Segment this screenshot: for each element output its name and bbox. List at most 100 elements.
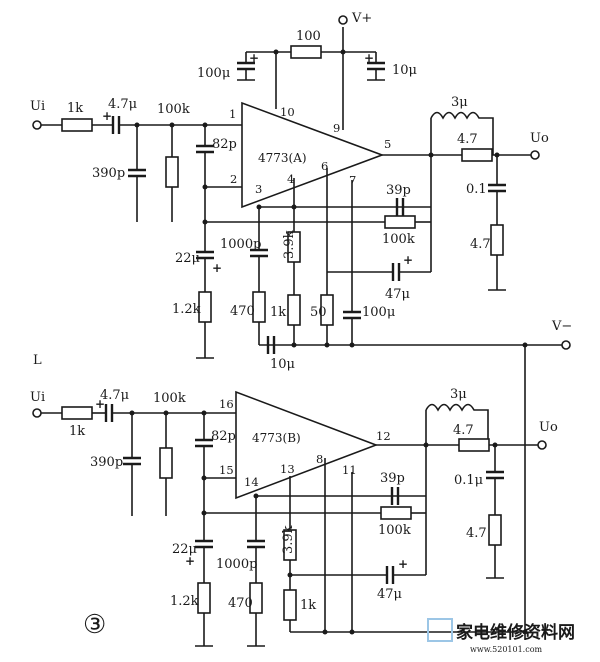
marker-l: L [33,353,42,368]
vminus-label: V− [551,319,572,334]
resistor-r-in-a [61,118,93,132]
svg-text:16: 16 [219,397,234,411]
r-50-a-label: 50 [310,305,327,320]
vplus-label: V+ [351,11,372,26]
c-100u-low-a-label: 100μ [362,305,395,320]
r-1-2k-b-label: 1.2k [170,594,199,609]
resistor-1-2k-b [197,582,211,614]
resistor-4-7-shunt-b [488,514,502,546]
c-82p-a-label: 82p [212,137,237,152]
svg-text:12: 12 [376,429,391,443]
figure-marker: ③ [83,610,106,640]
svg-text:10: 10 [280,105,295,119]
svg-text:14: 14 [244,475,259,489]
l-3u-b-label: 3μ [450,387,467,402]
stage-a: Ui 1k + 4.7μ 390p 100k 82p [30,11,572,640]
r-4-7-shunt-a-label: 4.7 [470,237,491,252]
resistor-100k-fb-a [384,215,416,229]
r-100k-fb-a-label: 100k [382,232,415,247]
c-10u-low-a-label: 10μ [270,357,295,372]
c-22u-a-label: 22μ [175,251,200,266]
watermark-text: 家电维修资料网 [456,622,575,643]
svg-text:+: + [212,261,222,275]
input-terminal-a [32,120,42,130]
input-terminal-b [32,408,42,418]
output-terminal-b [537,440,547,450]
resistor-4-7-series-a [461,148,493,162]
output-label-b: Uo [539,420,558,435]
c-47u-a-label: 47μ [385,287,410,302]
r-470-a-label: 470 [230,304,255,319]
r-in-b-label: 1k [69,424,85,439]
c-1000p-b-label: 1000p [216,557,257,572]
r-bias-b-label: 100k [153,391,186,406]
vplus-terminal [338,15,348,25]
resistor-4-7-shunt-a [490,224,504,256]
watermark: 家电维修资料网 www.520101.com [427,618,575,654]
svg-text:15: 15 [219,463,234,477]
r-100k-fb-b-label: 100k [378,523,411,538]
input-label-a: Ui [30,99,45,114]
resistor-r-in-b [61,406,93,420]
resistor-1k-low-b [283,589,297,621]
svg-text:6: 6 [321,159,328,173]
c-shunt-a-label: 390p [92,166,125,181]
resistor-4-7-series-b [458,438,490,452]
r-in-a-label: 1k [67,101,83,116]
r-1-2k-a-label: 1.2k [172,302,201,317]
svg-text:+: + [249,51,259,65]
watermark-url: www.520101.com [470,645,543,654]
output-label-a: Uo [530,131,549,146]
svg-text:13: 13 [280,462,295,476]
c-in-b-label: 4.7μ [100,388,129,403]
r-1k-low-b-label: 1k [300,598,316,613]
c-shunt-b-label: 390p [90,455,123,470]
r-4-7-series-b-label: 4.7 [453,423,474,438]
resistor-1k-low-a [287,294,301,326]
svg-text:4: 4 [287,172,294,186]
c-1000p-a-label: 1000p [220,237,261,252]
r-100-a-label: 100 [296,29,321,44]
r-3-9k-b-label: 3.9k [281,525,296,554]
r-3-9k-a-label: 3.9k [282,230,297,259]
r-1k-low-a-label: 1k [270,305,286,320]
ic-label-b: 4773(B) [252,431,301,445]
svg-text:5: 5 [384,137,391,151]
c-39p-a-label: 39p [386,183,411,198]
c-in-a-label: 4.7μ [108,97,137,112]
svg-text:11: 11 [342,463,357,477]
svg-text:+: + [185,554,195,568]
l-3u-a-label: 3μ [451,95,468,110]
vminus-terminal [561,340,571,350]
resistor-100-a [290,45,322,59]
resistor-1-2k-a [198,291,212,323]
r-4-7-shunt-b-label: 4.7 [466,526,487,541]
ic-4773-b [235,390,379,500]
c-39p-b-label: 39p [380,471,405,486]
r-4-7-series-a-label: 4.7 [457,132,478,147]
svg-text:+: + [398,557,408,571]
svg-text:2: 2 [230,172,237,186]
output-terminal-a [530,150,540,160]
input-label-b: Ui [30,390,45,405]
svg-text:+: + [403,253,413,267]
svg-text:9: 9 [333,121,340,135]
svg-text:+: + [364,51,374,65]
ic-4773-a [241,101,385,209]
svg-text:8: 8 [316,452,323,466]
stage-b: Ui 1k + 4.7μ 390p 100k 82p 4773(B) 16 [30,387,558,647]
c-0-1-b-label: 0.1μ [454,473,483,488]
resistor-bias-a [165,156,179,188]
c-22u-b-label: 22μ [172,542,197,557]
c-100u-a-label: 100μ [197,66,230,81]
r-bias-a-label: 100k [157,102,190,117]
c-82p-b-label: 82p [211,429,236,444]
c-10u-a-label: 10μ [392,63,417,78]
cap-in-a [111,116,121,134]
svg-text:1: 1 [229,107,236,121]
resistor-100k-fb-b [380,506,412,520]
resistor-bias-b [159,447,173,479]
c-0-1-a-label: 0.1 [466,182,487,197]
svg-text:+: + [102,109,112,123]
